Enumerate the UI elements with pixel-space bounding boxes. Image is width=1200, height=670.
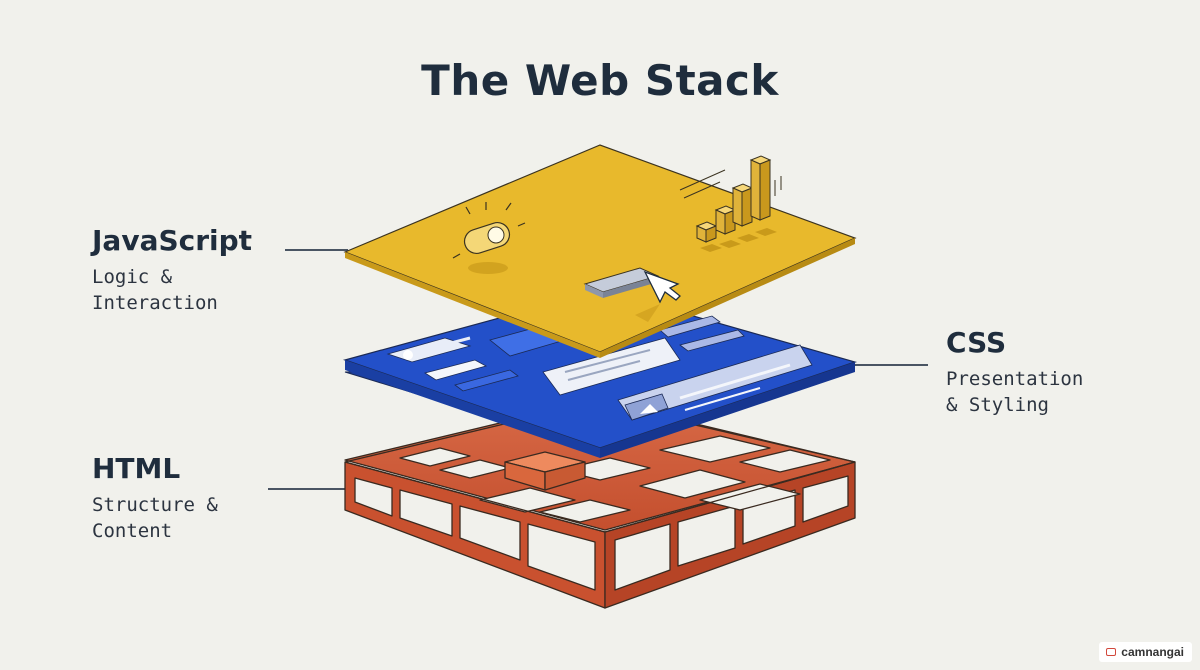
css-label: CSS Presentation & Styling <box>946 326 1083 418</box>
javascript-layer-plate <box>343 144 857 358</box>
javascript-label-description: Logic & Interaction <box>92 266 218 314</box>
watermark-badge: camnangai <box>1099 642 1192 662</box>
css-label-description: Presentation & Styling <box>946 368 1084 416</box>
javascript-label: JavaScript Logic & Interaction <box>92 224 252 316</box>
css-layer-plate <box>342 289 858 458</box>
connector-lines <box>268 249 928 490</box>
css-label-name: CSS <box>946 326 1007 359</box>
bar-chart-icon <box>679 155 782 252</box>
html-layer-frame <box>344 399 856 609</box>
html-label-description: Structure & Content <box>92 494 218 542</box>
diagram-title: The Web Stack <box>421 56 779 105</box>
toggle-switch-icon <box>452 202 526 274</box>
button-with-cursor-icon <box>583 267 681 322</box>
html-label-name: HTML <box>92 452 181 485</box>
html-label: HTML Structure & Content <box>92 452 218 544</box>
javascript-label-name: JavaScript <box>92 224 253 257</box>
